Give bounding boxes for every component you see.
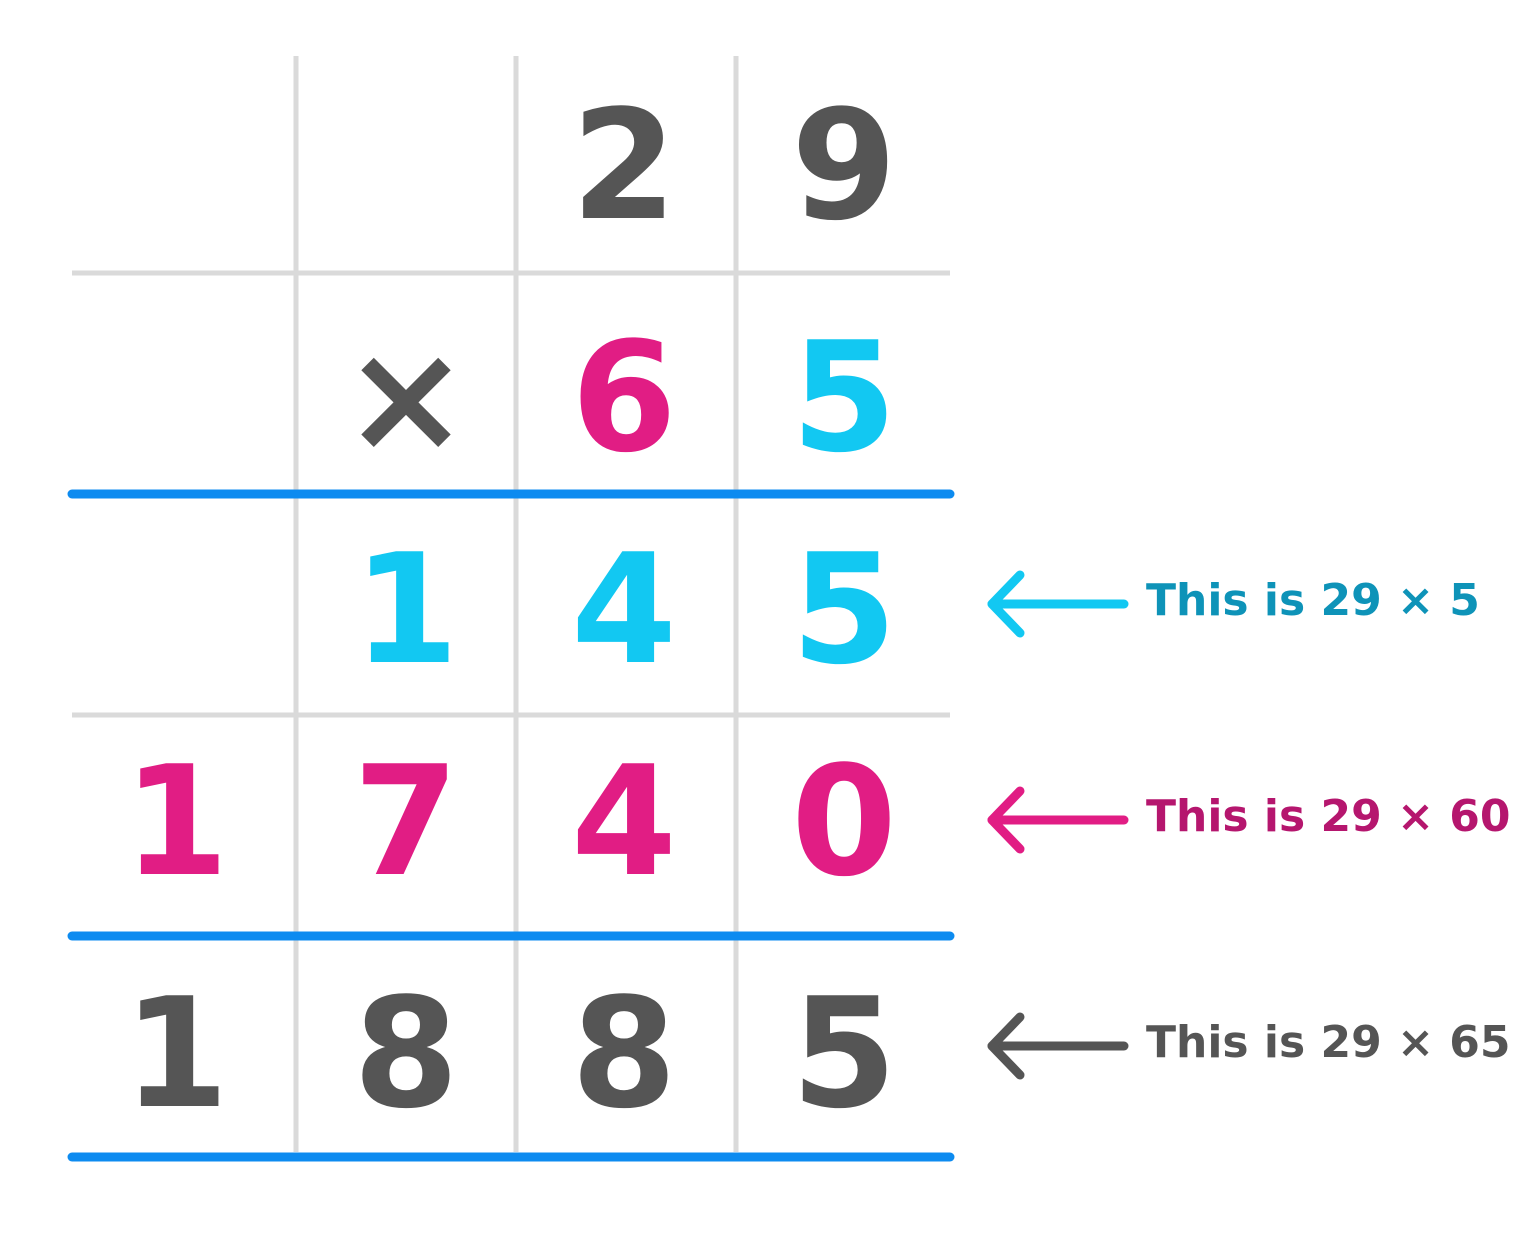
arrow-left-icon	[987, 1012, 1129, 1080]
digit-cell: 7	[353, 733, 459, 910]
digit-cell: 6	[571, 309, 677, 486]
digit-cell: 0	[791, 733, 897, 910]
digit-cell: 8	[353, 965, 459, 1142]
digit-cell: 5	[791, 309, 897, 486]
digit-cell: 8	[571, 965, 677, 1142]
digit-cell: 2	[571, 77, 677, 254]
multiply-sign: ×	[342, 309, 470, 486]
digit-cell: 9	[791, 77, 897, 254]
digit-cell: 5	[791, 521, 897, 698]
annotation-label: This is 29 × 60	[1146, 791, 1511, 842]
annotation-label: This is 29 × 65	[1146, 1017, 1511, 1068]
digit-cell: 5	[791, 965, 897, 1142]
digit-cell: 4	[571, 521, 677, 698]
digit-cell: 1	[123, 965, 229, 1142]
arrow-left-icon	[987, 786, 1129, 854]
digit-cell: 1	[123, 733, 229, 910]
digit-cell: 4	[571, 733, 677, 910]
digit-cell: 1	[353, 521, 459, 698]
annotation-label: This is 29 × 5	[1146, 575, 1480, 626]
arrow-left-icon	[987, 570, 1129, 638]
